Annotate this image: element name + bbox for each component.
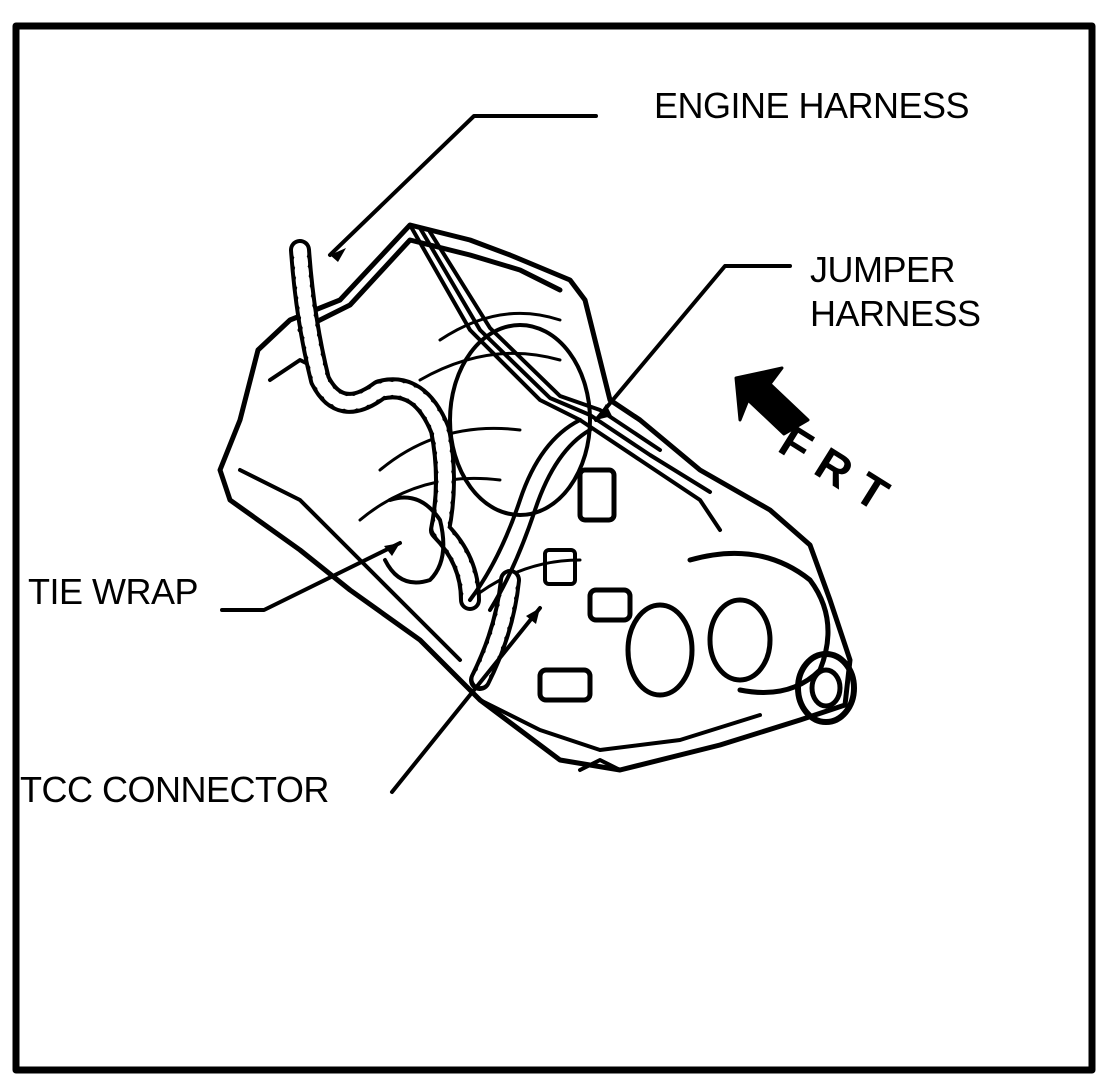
engine-harness-label: ENGINE HARNESS bbox=[654, 85, 970, 126]
leader-lines bbox=[220, 114, 792, 794]
output-shaft bbox=[587, 550, 857, 725]
tcc-connector-label: TCC CONNECTOR bbox=[20, 769, 329, 810]
tcc-connector-leader bbox=[390, 606, 542, 794]
engine-harness-leader bbox=[328, 114, 598, 257]
jumper-harness-label: JUMPER HARNESS bbox=[810, 248, 981, 336]
jumper-harness-leader bbox=[594, 264, 792, 422]
jumper-harness-label-line1: JUMPER bbox=[810, 249, 956, 290]
engine-harness bbox=[289, 239, 521, 691]
front-arrow-icon bbox=[734, 366, 810, 436]
tie-wrap-leader bbox=[220, 541, 402, 612]
leader-arrowheads bbox=[330, 248, 612, 624]
jumper-harness bbox=[383, 223, 722, 703]
tie-wrap-label: TIE WRAP bbox=[28, 571, 199, 612]
jumper-harness-label-line2: HARNESS bbox=[810, 293, 981, 334]
